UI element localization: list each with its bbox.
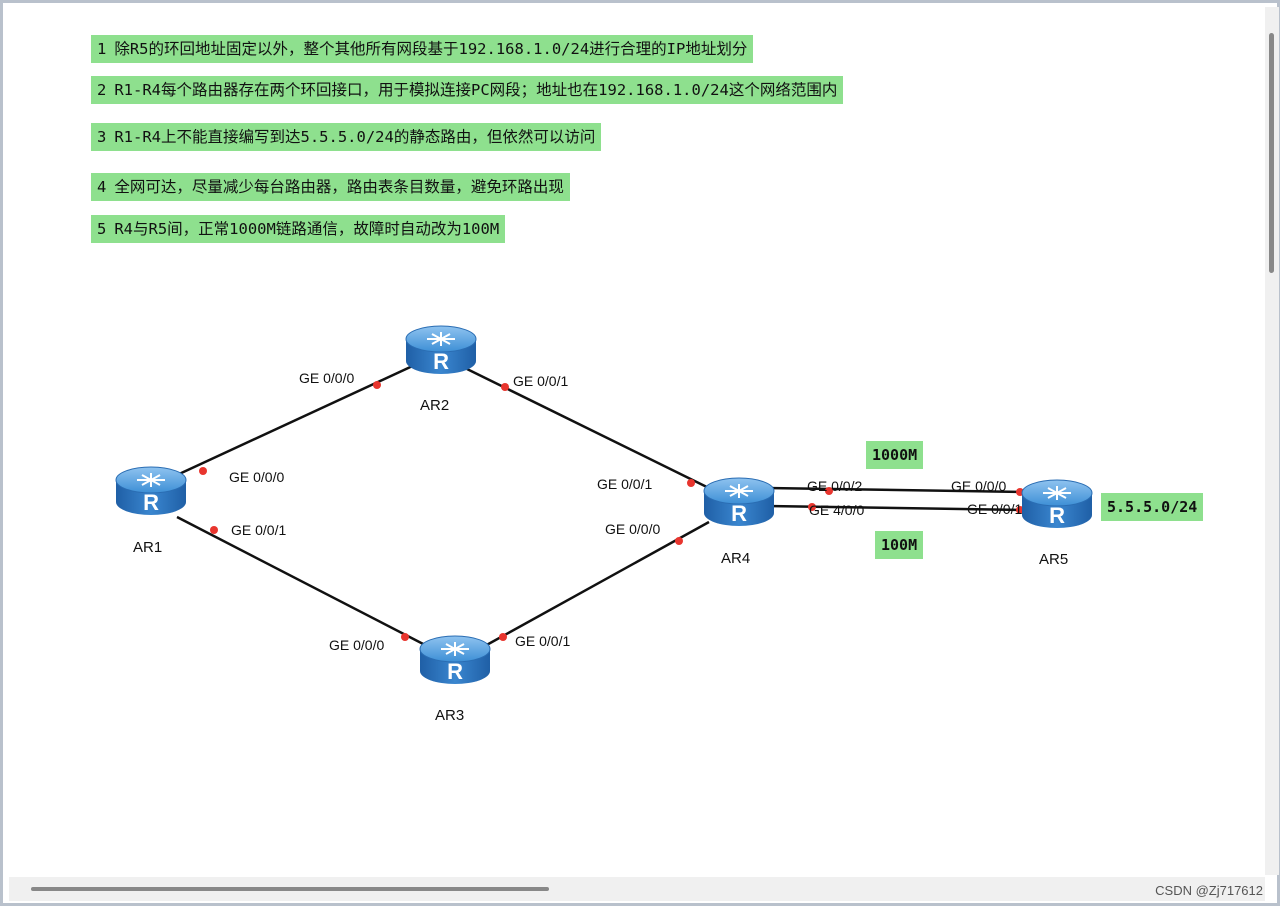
requirement-4: 4 全网可达，尽量减少每台路由器，路由表条目数量，避免环路出现 xyxy=(91,173,570,201)
links xyxy=(176,361,1025,649)
port-dot xyxy=(675,537,683,545)
link-ar1-ar3 xyxy=(176,515,430,649)
requirement-5: 5 R4与R5间，正常1000M链路通信，故障时自动改为100M xyxy=(91,215,506,243)
port-label-ar5-g001: GE 0/0/1 xyxy=(967,501,1022,517)
requirement-text: R1-R4每个路由器存在两个环回接口，用于模拟连接PC网段；地址也在192.16… xyxy=(114,81,838,99)
requirement-text: 全网可达，尽量减少每台路由器，路由表条目数量，避免环路出现 xyxy=(114,178,564,196)
vertical-scroll-thumb[interactable] xyxy=(1269,33,1274,273)
router-ar5[interactable] xyxy=(1021,479,1093,529)
port-dots xyxy=(199,381,1024,641)
link-ar4-ar5-1000m xyxy=(766,486,1025,494)
requirement-2: 2 R1-R4每个路由器存在两个环回接口，用于模拟连接PC网段；地址也在192.1… xyxy=(91,76,844,104)
loopback-network-label: 5.5.5.0/24 xyxy=(1101,493,1204,521)
link-label-100m: 100M xyxy=(875,531,924,559)
vertical-scrollbar[interactable] xyxy=(1265,7,1279,875)
horizontal-scroll-thumb[interactable] xyxy=(31,887,549,891)
router-ar3[interactable] xyxy=(419,635,491,685)
router-ar4[interactable] xyxy=(703,477,775,527)
port-dot xyxy=(499,633,507,641)
requirement-text: R1-R4上不能直接编写到达5.5.5.0/24的静态路由，但依然可以访问 xyxy=(114,128,596,146)
port-dot xyxy=(210,526,218,534)
router-icon xyxy=(115,466,187,516)
requirement-1: 1 除R5的环回地址固定以外，整个其他所有网段基于192.168.1.0/24进行… xyxy=(91,35,754,63)
router-name-ar3: AR3 xyxy=(435,707,464,724)
router-name-ar1: AR1 xyxy=(133,539,162,556)
requirement-number: 4 xyxy=(97,178,107,196)
requirement-3: 3 R1-R4上不能直接编写到达5.5.5.0/24的静态路由，但依然可以访问 xyxy=(91,123,602,151)
port-label-ar5-g000: GE 0/0/0 xyxy=(951,478,1006,494)
port-label-ar1-g000: GE 0/0/0 xyxy=(229,469,284,485)
port-dot xyxy=(825,487,833,495)
requirement-number: 3 xyxy=(97,128,107,146)
port-dot xyxy=(501,383,509,391)
topology-diagram: R xyxy=(115,325,1093,724)
requirement-text: R4与R5间，正常1000M链路通信，故障时自动改为100M xyxy=(114,220,500,238)
router-name-ar5: AR5 xyxy=(1039,551,1068,568)
router-icon xyxy=(1021,479,1093,529)
port-label-ar4-g400: GE 4/0/0 xyxy=(809,502,864,518)
link-ar2-ar4 xyxy=(466,367,718,494)
requirement-number: 1 xyxy=(97,40,107,58)
router-name-ar4: AR4 xyxy=(721,550,750,567)
link-label-1000m: 1000M xyxy=(866,441,924,469)
port-label-ar3-g001: GE 0/0/1 xyxy=(515,633,570,649)
requirement-number: 2 xyxy=(97,81,107,99)
router-ar2[interactable] xyxy=(405,325,477,375)
router-icon xyxy=(703,477,775,527)
document-canvas: 1 除R5的环回地址固定以外，整个其他所有网段基于192.168.1.0/24进行… xyxy=(9,7,1265,875)
port-dot xyxy=(401,633,409,641)
router-icon xyxy=(405,325,477,375)
port-label-ar4-g000: GE 0/0/0 xyxy=(605,521,660,537)
watermark: CSDN @Zj717612 xyxy=(1155,883,1263,898)
port-label-ar4-g001: GE 0/0/1 xyxy=(597,476,652,492)
port-label-ar4-g002: GE 0/0/2 xyxy=(807,478,862,494)
router-icon xyxy=(419,635,491,685)
port-label-ar1-g001: GE 0/0/1 xyxy=(231,522,286,538)
link-ar3-ar4 xyxy=(482,520,710,649)
port-label-ar2-g001: GE 0/0/1 xyxy=(513,373,568,389)
requirement-number: 5 xyxy=(97,220,107,238)
router-name-ar2: AR2 xyxy=(420,397,449,414)
link-ar1-ar2 xyxy=(176,361,420,477)
port-dot xyxy=(199,467,207,475)
port-label-ar2-g000: GE 0/0/0 xyxy=(299,370,354,386)
port-dot xyxy=(373,381,381,389)
router-ar1[interactable] xyxy=(115,466,187,516)
port-dot xyxy=(808,503,816,511)
port-dot xyxy=(687,479,695,487)
port-label-ar3-g000: GE 0/0/0 xyxy=(329,637,384,653)
requirement-text: 除R5的环回地址固定以外，整个其他所有网段基于192.168.1.0/24进行合… xyxy=(114,40,748,58)
horizontal-scrollbar[interactable] xyxy=(9,877,1265,901)
